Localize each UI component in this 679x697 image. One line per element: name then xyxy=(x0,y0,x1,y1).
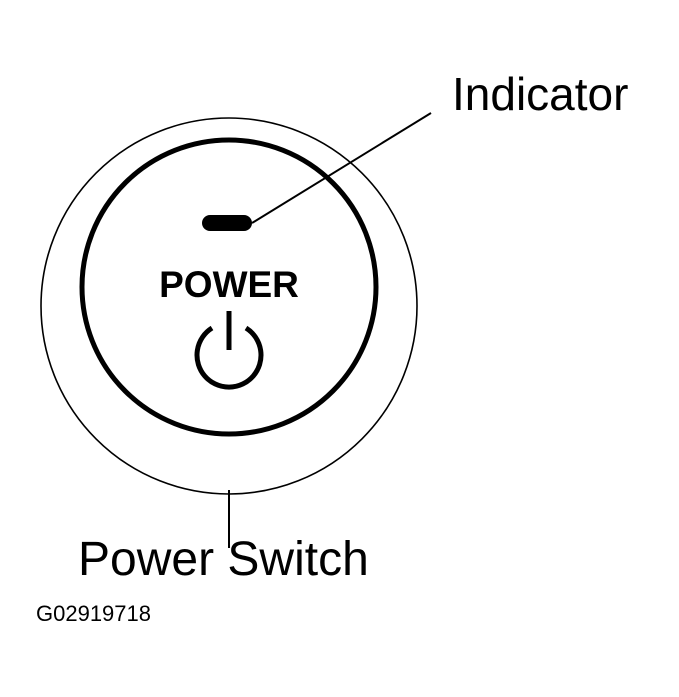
power-switch-label: Power Switch xyxy=(78,533,369,586)
indicator-leader-line xyxy=(251,112,432,224)
power-button[interactable] xyxy=(79,137,379,437)
figure-code: G02919718 xyxy=(36,601,151,626)
indicator-label: Indicator xyxy=(452,68,629,120)
indicator-light-icon xyxy=(202,215,252,231)
button-power-text: POWER xyxy=(159,264,299,305)
power-icon xyxy=(194,311,264,390)
